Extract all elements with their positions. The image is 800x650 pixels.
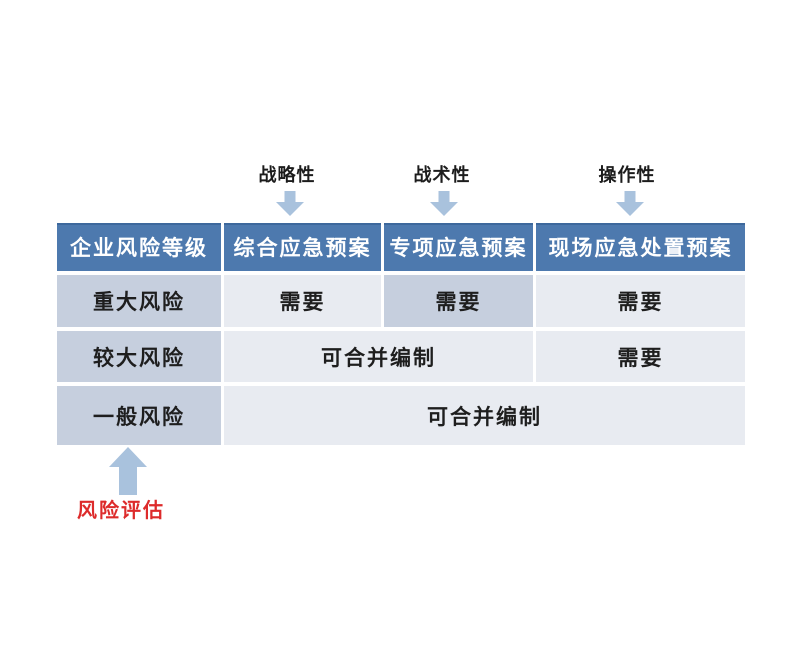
header-comprehensive-plan: 综合应急预案 [224,223,381,271]
down-arrow-icon [430,191,458,216]
risk-plan-table: 企业风险等级 综合应急预案 专项应急预案 现场应急处置预案 重大风险 需要 需要… [57,223,745,445]
up-arrow-icon [109,447,147,495]
row-major-risk-cell-onsite: 需要 [536,275,745,327]
risk-assessment-label: 风险评估 [77,500,165,522]
row-general-risk-merged-cell: 可合并编制 [224,386,745,445]
row-general-risk-level: 一般风险 [57,386,221,445]
row-larger-risk-merged-cell: 可合并编制 [224,331,533,382]
label-tactical: 战术性 [413,165,471,185]
row-major-risk-cell-special: 需要 [384,275,533,327]
label-operational: 操作性 [598,165,656,185]
header-risk-level: 企业风险等级 [57,223,221,271]
down-arrow-icon [276,191,304,216]
row-major-risk-cell-comprehensive: 需要 [224,275,381,327]
label-strategic: 战略性 [258,165,316,185]
row-larger-risk-level: 较大风险 [57,331,221,382]
row-major-risk-level: 重大风险 [57,275,221,327]
header-special-plan: 专项应急预案 [384,223,533,271]
down-arrow-icon [616,191,644,216]
row-larger-risk-cell-onsite: 需要 [536,331,745,382]
header-onsite-plan: 现场应急处置预案 [536,223,745,271]
